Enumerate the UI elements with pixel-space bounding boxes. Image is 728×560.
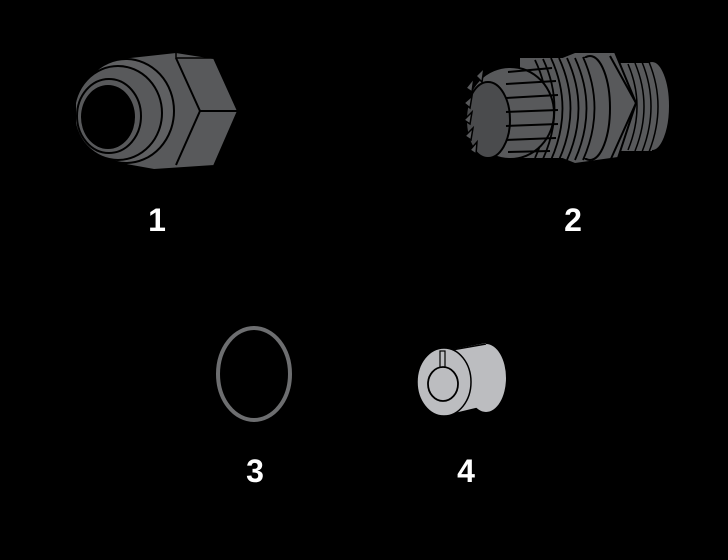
part-1-cap-nut: [76, 48, 241, 173]
part-label-4: 4: [457, 453, 475, 489]
part-label-2: 2: [564, 202, 582, 238]
seal-insert-icon: [416, 343, 506, 417]
part-3-o-ring: [214, 325, 294, 423]
gland-body-icon: [462, 51, 671, 166]
part-label-1: 1: [148, 202, 166, 238]
part-2-gland-body: [460, 48, 675, 173]
part-4-seal-insert: [416, 343, 508, 419]
part-label-3: 3: [246, 453, 264, 489]
cap-nut-icon: [76, 50, 240, 172]
o-ring-icon: [216, 326, 292, 422]
